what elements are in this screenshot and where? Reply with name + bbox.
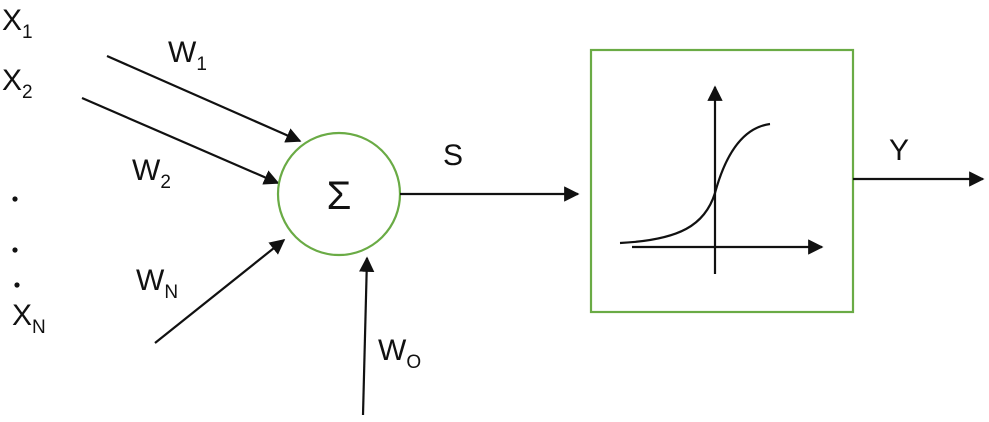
input-x2-label: X2: [2, 64, 33, 103]
input-ellipsis: [12, 196, 20, 288]
weight-wn-label: WN: [136, 264, 178, 303]
input-xn-label: XN: [12, 299, 46, 338]
weight-w2-label: W2: [132, 154, 171, 193]
sigmoid-plot: [619, 85, 824, 274]
activation-box: [589, 48, 855, 314]
weight-w0-label: WO: [378, 334, 421, 373]
edge-xn-to-sum: [154, 239, 286, 344]
sigmoid-curve: [619, 122, 771, 245]
edge-x2-to-sum: [81, 96, 280, 185]
output-label: Y: [889, 134, 909, 167]
sum-output-label: S: [443, 139, 463, 172]
weight-w1-label: W1: [168, 36, 207, 75]
edge-bias-to-sum: [358, 256, 375, 416]
sigma-symbol: Σ: [327, 174, 352, 218]
edge-x1-to-sum: [106, 54, 302, 143]
input-x1-label: X1: [2, 4, 33, 43]
